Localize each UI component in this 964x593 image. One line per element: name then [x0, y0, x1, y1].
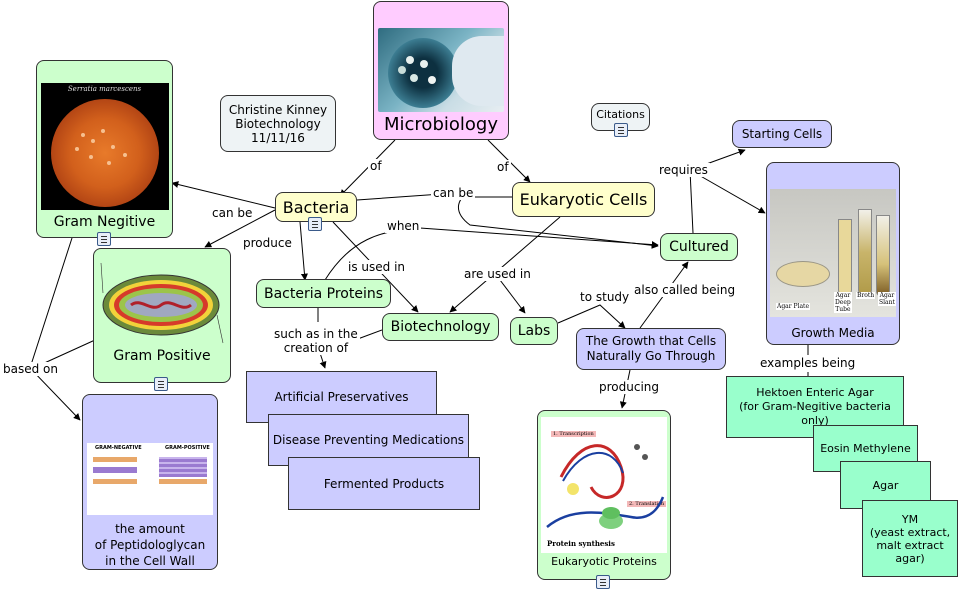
citations-label: Citations — [596, 108, 645, 121]
labs-label: Labs — [517, 323, 551, 339]
link-label-are-used-in: are used in — [462, 267, 533, 281]
cultured-label: Cultured — [669, 239, 729, 255]
biotechnology-label: Biotechnology — [390, 319, 491, 335]
broth-label: Broth — [856, 292, 876, 299]
protein-synthesis-caption: Protein synthesis — [547, 539, 615, 548]
cultured-node[interactable]: Cultured — [660, 233, 738, 261]
hektoen-node[interactable]: Hektoen Enteric Agar (for Gram-Negitive … — [726, 376, 904, 438]
ym-node[interactable]: YM (yeast extract, malt extract agar) — [862, 500, 958, 577]
microbiology-label: Microbiology — [384, 114, 498, 135]
link-label-producing: producing — [597, 380, 662, 394]
course-name: Biotechnology — [235, 116, 321, 131]
transcription-label: 1. Transcription — [551, 431, 596, 437]
bacteria-proteins-node[interactable]: Bacteria Proteins — [256, 279, 391, 308]
ym-label: YM (yeast extract, malt extract agar) — [869, 512, 951, 565]
growth-cells-label: The Growth that Cells Naturally Go Throu… — [585, 334, 717, 363]
growth-cells-node[interactable]: The Growth that Cells Naturally Go Throu… — [576, 328, 726, 370]
gram-positive-node[interactable]: Gram Positive — [93, 248, 231, 383]
translation-label: 2. Translation — [627, 501, 667, 507]
starting-cells-label: Starting Cells — [741, 127, 823, 141]
gram-negative-doc-icon[interactable] — [97, 232, 111, 246]
agar-slant-label: Agar Slant — [878, 292, 896, 306]
date-text: 11/11/16 — [251, 130, 305, 145]
link-label-based-on: based on — [1, 362, 60, 376]
fermented-products-label: Fermented Products — [323, 476, 445, 491]
biotechnology-node[interactable]: Biotechnology — [382, 313, 499, 341]
gram-negative-label: Gram Negitive — [53, 214, 156, 230]
link-label-produce: produce — [241, 236, 294, 250]
gram-negative-heading: GRAM-NEGATIVE — [95, 445, 142, 451]
petri-dish-image — [378, 28, 504, 112]
author-card: Christine Kinney Biotechnology 11/11/16 — [220, 95, 336, 152]
citations-doc-icon[interactable] — [614, 123, 628, 137]
link-label-to-study: to study — [578, 290, 632, 304]
link-label-of-left: of — [368, 159, 384, 173]
link-label-such-as: such as in the creation of — [272, 327, 360, 355]
eukaryotic-cells-label: Eukaryotic Cells — [519, 190, 648, 209]
cell-wall-image: GRAM-NEGATIVE GRAM-POSITIVE — [87, 443, 213, 515]
protein-synthesis-image: 1. Transcription 2. Translation Protein … — [541, 417, 667, 553]
agar-label: Agar — [872, 478, 899, 492]
eukaryotic-proteins-doc-icon[interactable] — [596, 575, 610, 589]
fermented-products-node[interactable]: Fermented Products — [288, 457, 480, 510]
eukaryotic-cells-node[interactable]: Eukaryotic Cells — [512, 182, 655, 217]
gram-negative-node[interactable]: Serratia marcescens Gram Negitive — [36, 60, 173, 238]
gram-positive-heading: GRAM-POSITIVE — [165, 445, 210, 451]
bacteria-label: Bacteria — [282, 197, 350, 217]
gram-positive-doc-icon[interactable] — [154, 377, 168, 391]
disease-preventing-label: Disease Preventing Medications — [272, 433, 465, 447]
agar-deep-tube-label: Agar Deep Tube — [834, 292, 852, 313]
peptidoglycan-label: the amount of Peptidologlycan in the Cel… — [94, 522, 206, 568]
eosin-label: Eosin Methylene — [820, 442, 911, 455]
eukaryotic-proteins-node[interactable]: 1. Transcription 2. Translation Protein … — [537, 410, 671, 580]
bacteria-proteins-label: Bacteria Proteins — [263, 285, 384, 302]
growth-media-label: Growth Media — [791, 326, 875, 340]
link-label-examples-being: examples being — [758, 356, 858, 370]
microbiology-node[interactable]: Microbiology — [373, 1, 509, 140]
growth-media-photo: Agar Plate Agar Deep Tube Broth Agar Sla… — [770, 189, 896, 317]
link-label-can-be-left: can be — [210, 206, 255, 220]
growth-media-node[interactable]: Agar Plate Agar Deep Tube Broth Agar Sla… — [766, 162, 900, 345]
link-label-can-be-top: can be — [431, 186, 476, 200]
link-label-requires: requires — [657, 163, 710, 177]
hektoen-label: Hektoen Enteric Agar (for Gram-Negitive … — [739, 386, 891, 427]
peptidoglycan-node[interactable]: GRAM-NEGATIVE GRAM-POSITIVE the amount o… — [82, 394, 218, 570]
artificial-preservatives-label: Artificial Preservatives — [274, 390, 409, 404]
link-label-of-right: of — [495, 160, 511, 174]
labs-node[interactable]: Labs — [510, 317, 558, 345]
starting-cells-node[interactable]: Starting Cells — [732, 120, 832, 148]
serratia-caption: Serratia marcescens — [67, 85, 142, 93]
link-label-also-called-being: also called being — [632, 283, 738, 297]
agar-plate-label: Agar Plate — [776, 303, 811, 310]
bacterium-diagram — [100, 262, 224, 344]
serratia-plate-image: Serratia marcescens — [40, 83, 169, 210]
bacteria-doc-icon[interactable] — [308, 217, 322, 231]
link-label-is-used-in: is used in — [346, 260, 408, 274]
gram-positive-label: Gram Positive — [113, 348, 211, 364]
eukaryotic-proteins-label: Eukaryotic Proteins — [551, 555, 657, 568]
link-label-when: when — [385, 219, 422, 233]
author-name: Christine Kinney — [228, 102, 328, 117]
